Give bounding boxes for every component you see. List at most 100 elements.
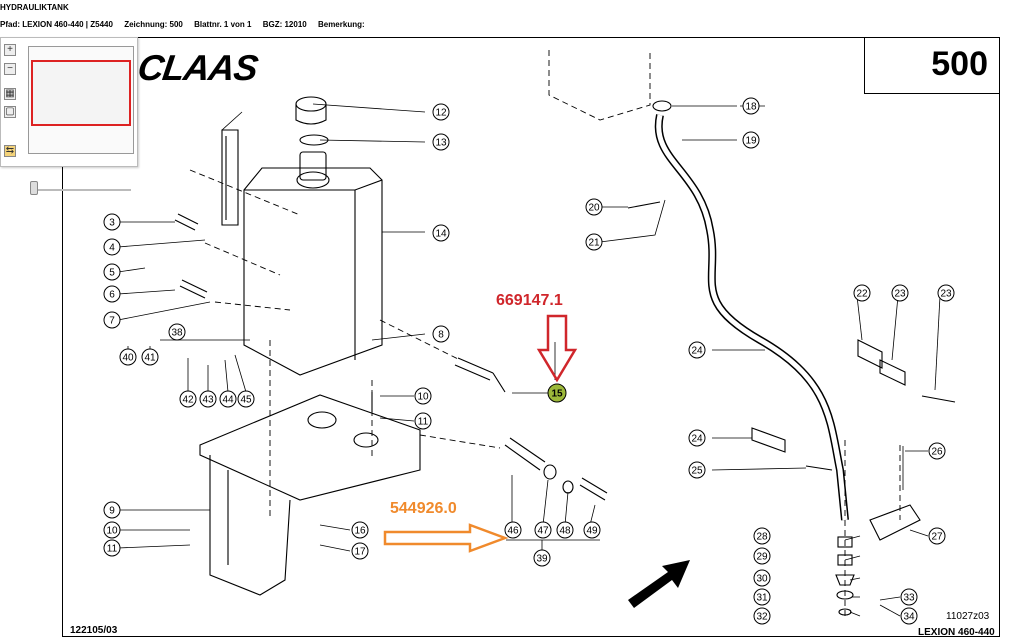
part-label-circle[interactable] [351, 542, 369, 560]
part-label-48[interactable]: 48 [556, 521, 574, 539]
part-label-circle[interactable] [900, 607, 918, 625]
part-label-25[interactable]: 25 [688, 461, 706, 479]
part-label-24[interactable]: 24 [688, 341, 706, 359]
part-label-32[interactable]: 32 [753, 607, 771, 625]
part-label-circle[interactable] [219, 390, 237, 408]
part-label-44[interactable]: 44 [219, 390, 237, 408]
part-label-33[interactable]: 33 [900, 588, 918, 606]
zoom-slider-knob[interactable] [30, 181, 38, 195]
part-label-circle[interactable] [432, 325, 450, 343]
part-label-circle[interactable] [103, 539, 121, 557]
part-label-circle[interactable] [103, 213, 121, 231]
part-label-41[interactable]: 41 [141, 348, 159, 366]
part-label-27[interactable]: 27 [928, 527, 946, 545]
navigator-viewport-frame[interactable] [31, 60, 131, 126]
part-label-circle[interactable] [432, 224, 450, 242]
part-label-23[interactable]: 23 [937, 284, 955, 302]
part-label-circle[interactable] [753, 547, 771, 565]
part-label-circle[interactable] [928, 442, 946, 460]
part-label-circle[interactable] [753, 569, 771, 587]
part-label-circle[interactable] [547, 383, 567, 403]
part-label-16[interactable]: 16 [351, 521, 369, 539]
part-label-21[interactable]: 21 [585, 233, 603, 251]
part-label-circle[interactable] [103, 285, 121, 303]
part-label-circle[interactable] [891, 284, 909, 302]
grid-icon[interactable]: ▦ [4, 88, 16, 100]
part-label-46[interactable]: 46 [504, 521, 522, 539]
page-icon[interactable]: ▢ [4, 106, 16, 118]
part-label-circle[interactable] [432, 133, 450, 151]
part-label-circle[interactable] [753, 588, 771, 606]
part-label-circle[interactable] [688, 461, 706, 479]
part-label-circle[interactable] [853, 284, 871, 302]
part-label-30[interactable]: 30 [753, 569, 771, 587]
part-label-40[interactable]: 40 [119, 348, 137, 366]
part-label-42[interactable]: 42 [179, 390, 197, 408]
part-label-circle[interactable] [533, 549, 551, 567]
minus-icon[interactable]: − [4, 63, 16, 75]
part-label-circle[interactable] [534, 521, 552, 539]
part-label-28[interactable]: 28 [753, 527, 771, 545]
part-label-circle[interactable] [103, 263, 121, 281]
part-label-circle[interactable] [742, 97, 760, 115]
part-label-circle[interactable] [742, 131, 760, 149]
part-label-11[interactable]: 11 [103, 539, 121, 557]
part-label-3[interactable]: 3 [103, 213, 121, 231]
part-label-7[interactable]: 7 [103, 311, 121, 329]
part-label-circle[interactable] [141, 348, 159, 366]
part-label-circle[interactable] [585, 198, 603, 216]
part-label-39[interactable]: 39 [533, 549, 551, 567]
part-label-circle[interactable] [179, 390, 197, 408]
part-label-circle[interactable] [583, 521, 601, 539]
part-label-circle[interactable] [688, 429, 706, 447]
part-label-49[interactable]: 49 [583, 521, 601, 539]
part-label-43[interactable]: 43 [199, 390, 217, 408]
part-label-12[interactable]: 12 [432, 103, 450, 121]
part-label-circle[interactable] [937, 284, 955, 302]
part-label-11[interactable]: 11 [414, 412, 432, 430]
part-label-47[interactable]: 47 [534, 521, 552, 539]
part-label-23[interactable]: 23 [891, 284, 909, 302]
plus-icon[interactable]: + [4, 44, 16, 56]
part-label-circle[interactable] [119, 348, 137, 366]
part-label-circle[interactable] [414, 412, 432, 430]
part-label-circle[interactable] [414, 387, 432, 405]
callout-part-number-orange[interactable]: 544926.0 [390, 500, 457, 517]
layout-icon[interactable]: ⇆ [4, 145, 16, 157]
part-label-4[interactable]: 4 [103, 238, 121, 256]
part-label-34[interactable]: 34 [900, 607, 918, 625]
part-label-20[interactable]: 20 [585, 198, 603, 216]
part-label-45[interactable]: 45 [237, 390, 255, 408]
part-label-circle[interactable] [237, 390, 255, 408]
part-label-circle[interactable] [199, 390, 217, 408]
part-label-24[interactable]: 24 [688, 429, 706, 447]
part-label-6[interactable]: 6 [103, 285, 121, 303]
part-label-10[interactable]: 10 [414, 387, 432, 405]
navigator-thumbnail[interactable] [28, 46, 134, 154]
part-label-circle[interactable] [900, 588, 918, 606]
zoom-slider-track[interactable] [31, 189, 131, 191]
part-label-circle[interactable] [168, 323, 186, 341]
part-label-circle[interactable] [103, 238, 121, 256]
part-label-circle[interactable] [688, 341, 706, 359]
navigator-panel[interactable]: + − ▦ ▢ ⇆ [0, 37, 138, 195]
part-label-9[interactable]: 9 [103, 501, 121, 519]
part-label-circle[interactable] [103, 501, 121, 519]
part-label-circle[interactable] [103, 521, 121, 539]
part-label-18[interactable]: 18 [742, 97, 760, 115]
part-label-circle[interactable] [556, 521, 574, 539]
part-label-circle[interactable] [928, 527, 946, 545]
part-label-31[interactable]: 31 [753, 588, 771, 606]
part-label-circle[interactable] [753, 607, 771, 625]
part-label-circle[interactable] [504, 521, 522, 539]
part-label-8[interactable]: 8 [432, 325, 450, 343]
part-label-5[interactable]: 5 [103, 263, 121, 281]
part-label-26[interactable]: 26 [928, 442, 946, 460]
part-label-circle[interactable] [753, 527, 771, 545]
part-label-circle[interactable] [103, 311, 121, 329]
part-label-15[interactable]: 15 [547, 383, 567, 403]
part-label-29[interactable]: 29 [753, 547, 771, 565]
callout-part-number-red[interactable]: 669147.1 [496, 292, 563, 309]
part-label-circle[interactable] [432, 103, 450, 121]
part-label-17[interactable]: 17 [351, 542, 369, 560]
